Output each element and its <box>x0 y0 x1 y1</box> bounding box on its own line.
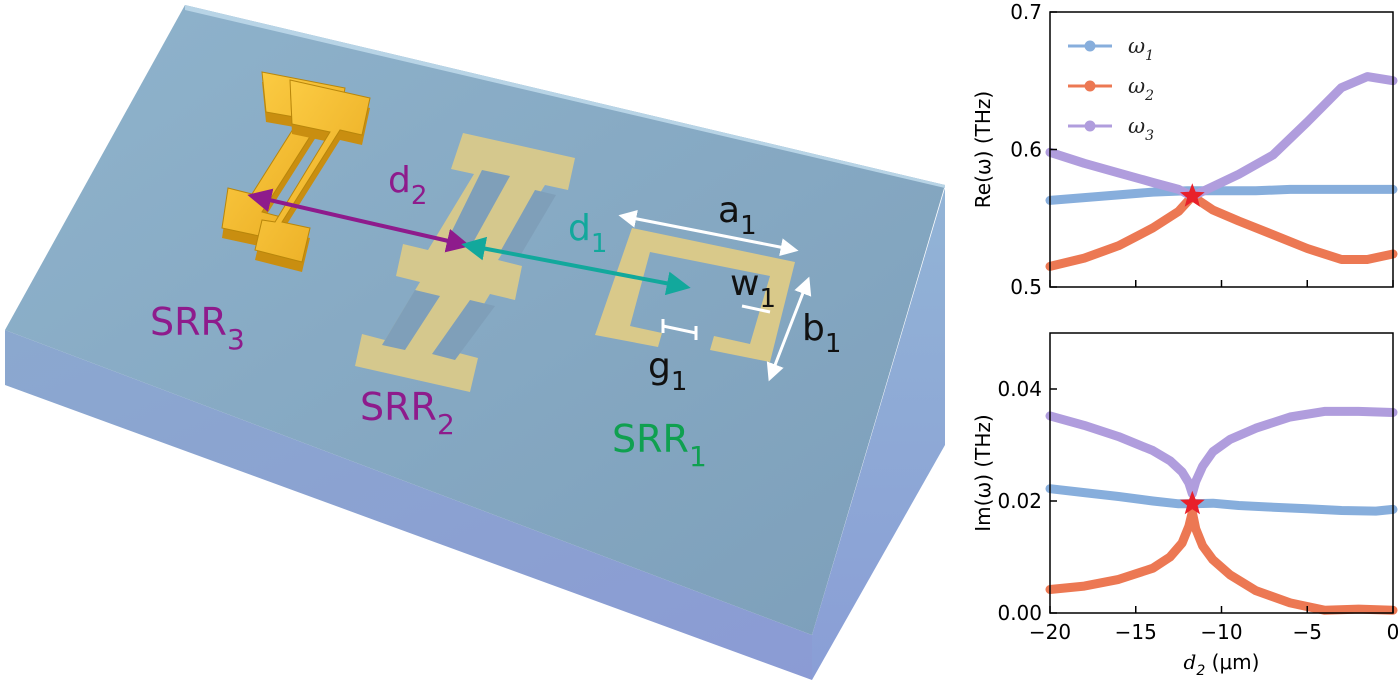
legend-label-2: ω2 <box>1128 74 1154 104</box>
legend-marker-3 <box>1084 120 1096 132</box>
series-line-1 <box>1045 484 1398 516</box>
y-tick-label: 0.02 <box>997 489 1042 513</box>
series-line-2 <box>1045 507 1398 615</box>
label-srr1: SRR1 <box>612 417 707 473</box>
substrate-top-highlight <box>185 5 945 188</box>
series-line-1 <box>1045 184 1398 205</box>
substrate-right-side <box>812 188 945 680</box>
srr1-dimensions <box>618 209 812 382</box>
axes-frame <box>1049 11 1394 288</box>
label-g1: g1 <box>648 346 687 397</box>
legend-marker-2 <box>1084 80 1096 92</box>
label-d2: d2 <box>388 160 427 211</box>
d2-arrow <box>247 188 471 253</box>
y-tick-label: 0.04 <box>997 377 1042 401</box>
y-axis-label: Re(ω) (THz) <box>971 91 995 208</box>
y-tick-label: 0.7 <box>1010 0 1042 24</box>
x-tick-label: −5 <box>1293 620 1322 644</box>
g1-bar <box>662 324 697 335</box>
a1-arrow <box>618 209 799 257</box>
legend-label-1: ω1 <box>1128 34 1154 64</box>
series-line-3 <box>1045 406 1398 499</box>
b1-arrow <box>766 276 812 382</box>
exceptional-point-marker <box>1180 490 1205 515</box>
legend-label-3: ω3 <box>1128 114 1154 144</box>
label-srr2: SRR2 <box>360 385 455 441</box>
y-tick-label: 0.00 <box>997 601 1042 625</box>
x-tick-label: 0 <box>1387 620 1400 644</box>
series-line-2 <box>1045 191 1398 271</box>
legend-marker-1 <box>1084 40 1096 52</box>
d1-arrow <box>461 236 691 296</box>
x-tick-label: −20 <box>1029 620 1071 644</box>
y-axis-label: Im(ω) (THz) <box>971 414 995 531</box>
x-tick-label: −15 <box>1115 620 1157 644</box>
label-w1: w1 <box>730 263 776 314</box>
x-tick-label: −10 <box>1200 620 1242 644</box>
w1-bar <box>741 304 771 314</box>
label-b1: b1 <box>802 308 841 359</box>
plot-real-part: 0.5 0.6 0.7Re(ω) (THz) ω1 ω2 ω3 <box>971 0 1398 299</box>
srr-schematic: d2 d1 a1 w1 b1 g1 SRR3 SRR2 SRR1 <box>5 5 945 680</box>
y-tick-label: 0.5 <box>1010 275 1042 299</box>
substrate-front-side <box>5 330 812 680</box>
label-a1: a1 <box>718 190 757 241</box>
plot-imag-part: 0.00 0.02 0.04 −20 −15 −10 −5 0 Im(ω) (THz) d2 (μ… <box>971 332 1400 679</box>
exceptional-point-marker <box>1180 183 1205 207</box>
label-d1: d1 <box>568 208 607 259</box>
x-axis-label: d2 (μm) <box>1184 650 1260 679</box>
y-tick-label: 0.6 <box>1010 138 1042 162</box>
series-line-3 <box>1045 72 1398 201</box>
label-srr3: SRR3 <box>150 300 245 356</box>
